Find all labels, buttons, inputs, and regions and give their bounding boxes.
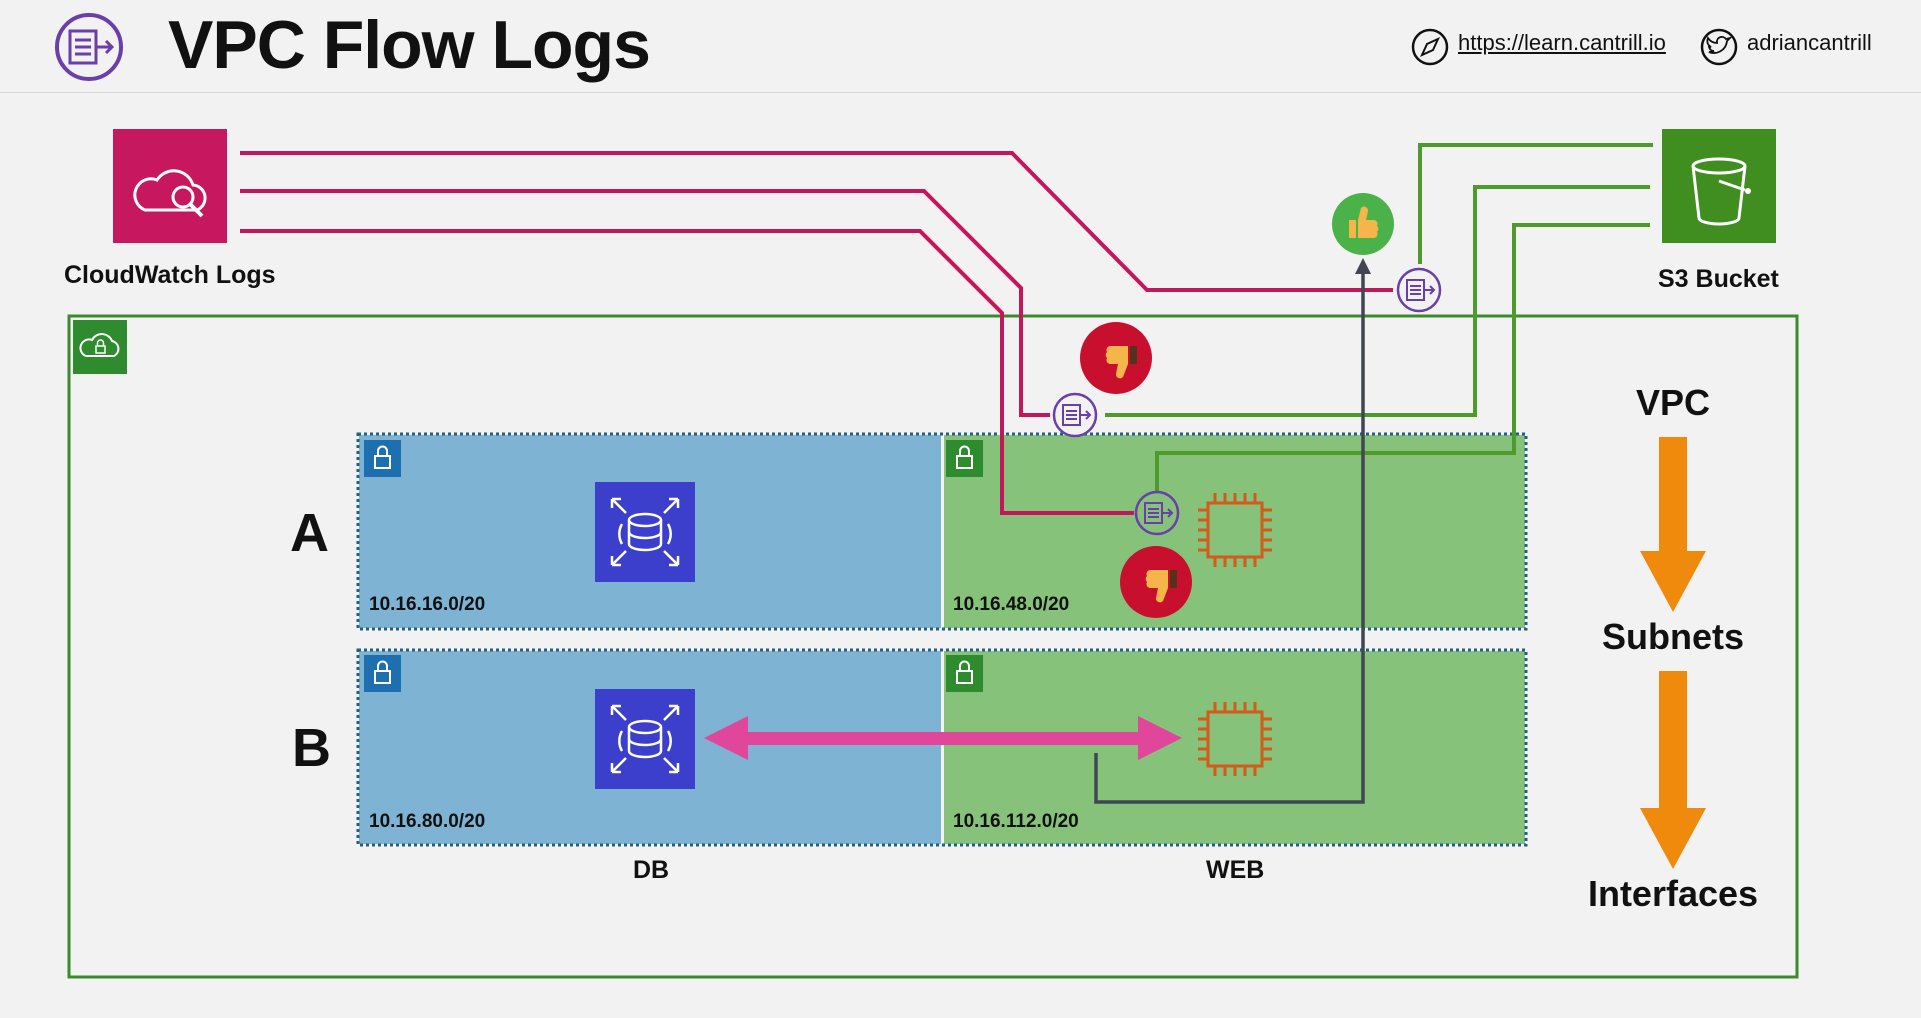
subnet-cidr: 10.16.112.0/20 [953,811,1079,832]
subnet-b-web [944,651,1525,844]
cloudwatch-icon [113,129,227,243]
db-column-label: DB [633,856,670,884]
lock-icon [946,440,983,477]
twitter-handle: adriancantrill [1747,30,1872,55]
vpc-boundary [67,314,1799,979]
thumbs-down-icon [1120,546,1192,618]
subnets-level-label: Subnets [1601,616,1744,657]
flow-logs-icon [1396,267,1442,313]
interface-traffic-path [1094,258,1371,804]
subnet-cidr: 10.16.16.0/20 [369,594,486,615]
page-title: VPC Flow Logs [168,7,651,83]
thumbs-down-icon [1080,322,1152,394]
flow-logs-icon [1134,490,1180,536]
ec2-chip-icon [1198,493,1272,567]
s3-label: S3 Bucket [1658,265,1779,293]
row-a-label: A [290,503,329,563]
flow-logs-icon [1052,392,1098,438]
header-bar [0,0,1921,93]
s3-bucket-icon [1662,129,1776,243]
rds-icon [595,482,695,582]
s3-log-paths [1105,143,1653,495]
twitter-icon [1700,28,1738,66]
lock-icon [364,655,401,692]
interfaces-level-label: Interfaces [1587,873,1759,914]
lock-icon [364,440,401,477]
flow-logs-icon [55,13,123,81]
hierarchy-arrow [1640,437,1706,612]
row-b-label: B [292,718,331,778]
hierarchy-arrow [1640,671,1706,869]
thumbs-up-icon [1332,193,1394,255]
cloudwatch-log-paths [240,151,1393,515]
compass-icon [1411,28,1449,66]
subnet-a-web [944,435,1525,628]
vpc-level-label: VPC [1635,382,1711,423]
vpc-cloud-icon [73,320,127,374]
cloudwatch-label: CloudWatch Logs [64,261,276,289]
lock-icon [946,655,983,692]
az-b-boundary [356,648,1528,847]
web-column-label: WEB [1206,856,1265,884]
subnet-cidr: 10.16.48.0/20 [953,594,1070,615]
traffic-arrow [704,716,1182,760]
website-link[interactable]: https://learn.cantrill.io [1458,30,1666,55]
subnet-cidr: 10.16.80.0/20 [369,811,486,832]
az-a-boundary [356,432,1528,631]
rds-icon [595,689,695,789]
ec2-chip-icon [1198,702,1272,776]
